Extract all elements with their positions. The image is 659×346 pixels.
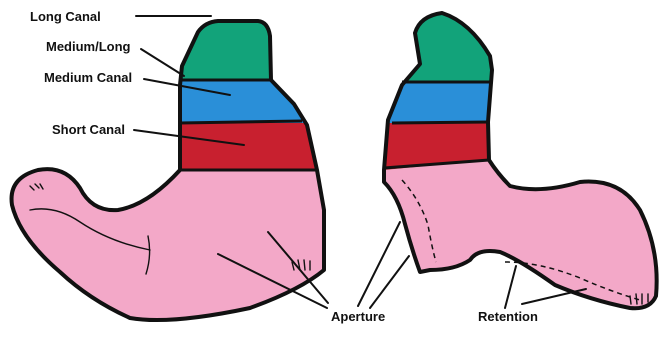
label-medium-canal: Medium Canal: [44, 70, 132, 85]
leader-retention-2: [522, 289, 586, 304]
label-retention: Retention: [478, 309, 538, 324]
leader-aperture-4: [370, 256, 409, 308]
leader-aperture-3: [358, 222, 400, 306]
label-short-canal: Short Canal: [52, 122, 125, 137]
right-earmold-body: [384, 160, 657, 308]
label-medium-long: Medium/Long: [46, 39, 131, 54]
leader-retention-1: [505, 266, 516, 308]
right-earmold: [370, 0, 657, 308]
leader-medium-long: [141, 49, 184, 76]
left-band-divider-2: [180, 121, 302, 123]
label-long-canal: Long Canal: [30, 9, 101, 24]
right-band-divider-2: [392, 122, 489, 123]
label-aperture: Aperture: [331, 309, 385, 324]
